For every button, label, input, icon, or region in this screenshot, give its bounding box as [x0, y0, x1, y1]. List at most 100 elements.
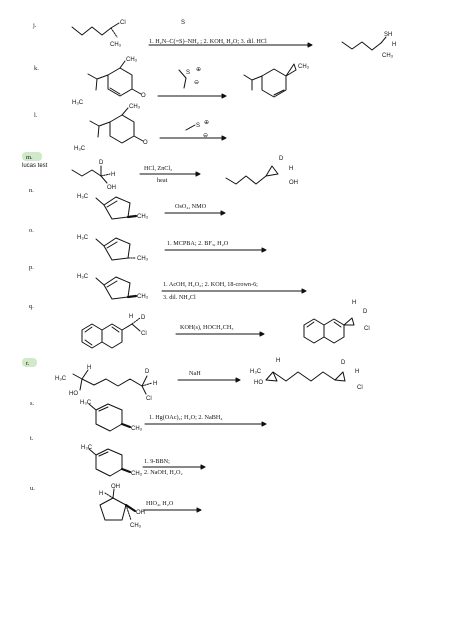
- product-r-ring2: [334, 371, 346, 382]
- reactant-p-double: [106, 280, 118, 288]
- label-o-ch3: CH₃: [137, 256, 149, 262]
- product-q-ring2: [323, 318, 345, 344]
- letter-s: s.: [30, 400, 35, 407]
- letter-l: l.: [34, 112, 38, 119]
- label-k-minus: ⊖: [194, 80, 199, 86]
- reactant-o-double: [106, 241, 118, 249]
- reactant-n-ring: [103, 196, 131, 220]
- note-m-lucas: lucas test: [22, 163, 48, 169]
- reactant-q-db2: [84, 339, 93, 346]
- letter-m: m.: [26, 154, 33, 161]
- reactant-p-me-bond: [95, 277, 105, 286]
- reactant-n-double: [106, 200, 118, 208]
- label-k-plus: ⊕: [196, 67, 201, 73]
- problem-r: r. H H₃C HO D H Cl NaH H H₃C HO D H Cl: [26, 358, 363, 402]
- reactant-j-hash: [110, 27, 118, 38]
- label-u-oh2: OH: [136, 510, 145, 516]
- reactant-u-h-hash: [104, 492, 114, 499]
- reactant-q-db1: [84, 326, 93, 333]
- arrowhead-r: [235, 377, 241, 383]
- label-r-h3c-product: H₃C: [250, 369, 262, 375]
- reactant-k-ch3-bond: [119, 60, 126, 69]
- label-k-o: O: [141, 93, 146, 99]
- highlight-r: [22, 358, 37, 367]
- reactant-k-double: [109, 87, 121, 95]
- problem-q: q. H D Cl KOH(s), HOCH₂CH₃ H D Cl: [29, 300, 370, 349]
- label-r-h2: H: [153, 381, 157, 387]
- problem-o: o. H₃C CH₃ 1. MCPBA; 2. BF₃, H₂O: [29, 227, 267, 262]
- arrowhead-q: [259, 331, 265, 337]
- conditions-u: HIO₄, H₂O: [146, 500, 174, 507]
- conditions-m-1: HCl, ZnCl₂: [144, 165, 172, 172]
- product-j-bond-sh: [380, 36, 387, 44]
- label-q-h: H: [129, 314, 133, 320]
- reactant-m-oh-bond: [100, 175, 108, 184]
- reactant-r-chain: [81, 378, 143, 387]
- reactant-k-methyl: [95, 78, 98, 91]
- label-p-h3c: H₃C: [77, 274, 89, 280]
- reactant-u-ch3-hash: [125, 504, 132, 521]
- reactant-l-co: [133, 135, 144, 142]
- reactant-l-ring: [109, 114, 135, 144]
- label-t-h3c: H₃C: [81, 445, 93, 451]
- label-s-h3c: H₃C: [80, 400, 92, 406]
- reactant-r-me: [72, 373, 83, 380]
- product-q-ring3: [343, 317, 355, 326]
- conditions-m-2: heat: [157, 177, 168, 184]
- reactant-u-oh1-bond: [112, 488, 115, 499]
- conditions-r: NaH: [189, 370, 201, 377]
- problem-l: l. CH₃ O H₃C S ⊕ ⊖: [34, 104, 227, 152]
- label-r-h2-product: H: [355, 369, 359, 375]
- reactant-t-wedge: [120, 467, 132, 474]
- highlight-m: [22, 152, 42, 161]
- product-k-ring: [261, 68, 287, 98]
- reactant-r-cl: [141, 385, 147, 395]
- label-q-d-product: D: [363, 309, 368, 315]
- reactant-r-h: [81, 369, 89, 380]
- label-l-minus: ⊖: [203, 133, 208, 139]
- arrowhead-u: [196, 507, 202, 513]
- label-t-ch3: CH₃: [131, 471, 143, 477]
- label-j-h: H: [392, 42, 396, 48]
- reactant-t-me-bond: [88, 448, 97, 456]
- reactant-q-cl-bond: [131, 323, 141, 332]
- reactant-m-chain: [71, 169, 102, 177]
- reactant-q-ch-bond: [121, 323, 133, 331]
- label-m-oh: OH: [107, 185, 116, 191]
- label-l-ch3: CH₃: [129, 104, 141, 110]
- letter-k: k.: [34, 65, 39, 72]
- reactant-s-wedge: [120, 422, 132, 429]
- label-r-ho-product: HO: [254, 380, 263, 386]
- arrowhead-o: [261, 247, 267, 253]
- reactant-n-me-bond: [95, 197, 105, 206]
- label-q-cl: Cl: [141, 331, 147, 337]
- ylide-k-me1: [178, 69, 187, 79]
- letter-q: q.: [29, 303, 34, 310]
- label-m-h: H: [111, 172, 115, 178]
- product-q-db1: [306, 321, 315, 328]
- letter-j: j.: [32, 22, 37, 29]
- letter-r: r.: [26, 360, 30, 367]
- reactant-u-ring: [99, 497, 127, 521]
- problem-k: k. CH₃ O H₃C S ⊕ ⊖ CH₃: [34, 57, 310, 106]
- label-l-plus: ⊕: [204, 120, 209, 126]
- reactant-p-ring: [103, 276, 131, 300]
- reactant-m-h-hash: [100, 173, 111, 177]
- label-r-cl-product: Cl: [357, 385, 363, 391]
- label-m-d: D: [99, 160, 104, 166]
- arrowhead-n: [220, 210, 226, 216]
- label-k-s: S: [186, 70, 190, 76]
- reactant-j-chain: [71, 26, 112, 36]
- label-r-ho: HO: [69, 391, 78, 397]
- label-q-d: D: [141, 315, 146, 321]
- reactant-q-ring2: [101, 323, 123, 349]
- label-o-h3c: H₃C: [77, 235, 89, 241]
- arrowhead-k: [221, 93, 227, 99]
- product-q-db2: [333, 321, 342, 328]
- reactant-j-bond-cl: [110, 22, 120, 29]
- arrowhead-s: [261, 421, 267, 427]
- problem-p: p. H₃C CH₃ 1. AcOH, H₂O₂; 2. KOH, 18-cro…: [29, 264, 307, 301]
- reactant-q-db3: [111, 326, 120, 333]
